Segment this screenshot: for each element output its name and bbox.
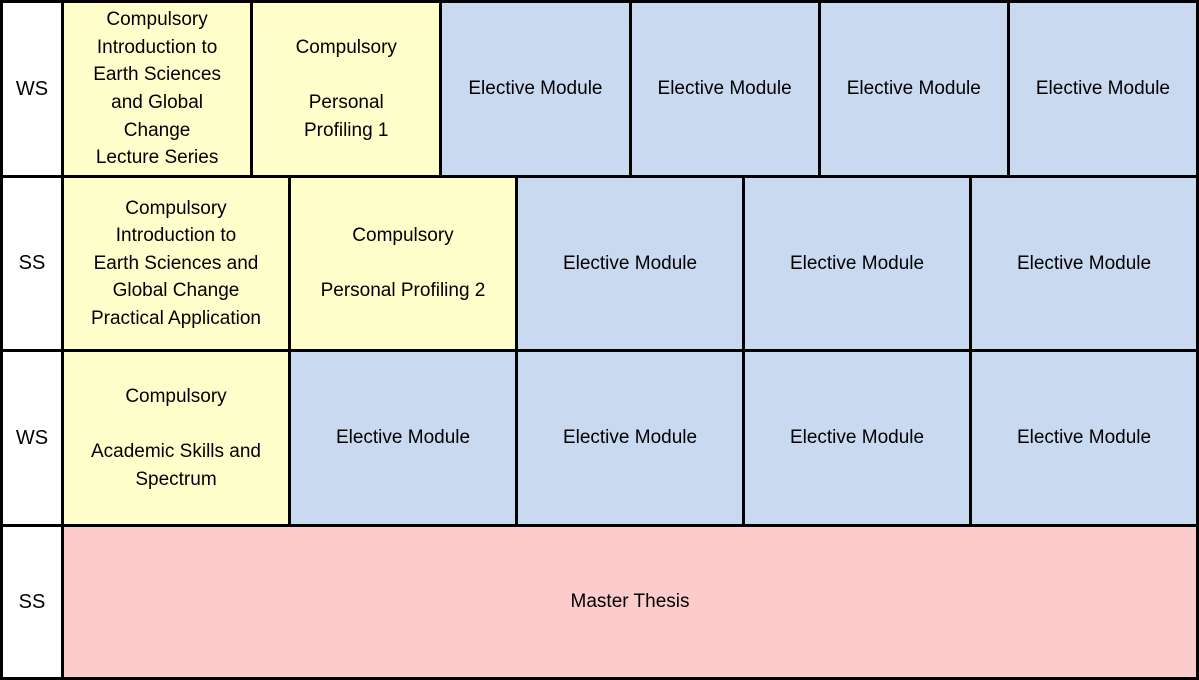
semester-label: SS xyxy=(3,527,61,677)
elective-module-cell: Elective Module xyxy=(518,352,742,524)
row-semester-1: WS Compulsory Introduction to Earth Scie… xyxy=(3,3,1197,175)
compulsory-module-cell: Compulsory Introduction to Earth Science… xyxy=(64,3,251,175)
compulsory-module-cell: Compulsory Academic Skills and Spectrum xyxy=(64,352,288,524)
elective-module-cell: Elective Module xyxy=(972,178,1196,349)
elective-module-cell: Elective Module xyxy=(1009,3,1197,175)
compulsory-module-cell: Compulsory Personal Profiling 2 xyxy=(291,178,515,349)
row-semester-3: WS Compulsory Academic Skills and Spectr… xyxy=(3,352,1196,524)
semester-label: SS xyxy=(3,178,61,349)
compulsory-module-cell: Compulsory Personal Profiling 1 xyxy=(253,3,440,175)
semester-label: WS xyxy=(3,352,61,524)
semester-label: WS xyxy=(3,3,61,175)
master-thesis-cell: Master Thesis xyxy=(64,527,1196,677)
compulsory-module-cell: Compulsory Introduction to Earth Science… xyxy=(64,178,288,349)
elective-module-cell: Elective Module xyxy=(631,3,818,175)
elective-module-cell: Elective Module xyxy=(820,3,1007,175)
row-semester-4: SS Master Thesis xyxy=(3,527,1196,677)
elective-module-cell: Elective Module xyxy=(291,352,515,524)
elective-module-cell: Elective Module xyxy=(518,178,742,349)
row-semester-2: SS Compulsory Introduction to Earth Scie… xyxy=(3,178,1196,349)
elective-module-cell: Elective Module xyxy=(745,178,969,349)
elective-module-cell: Elective Module xyxy=(972,352,1196,524)
elective-module-cell: Elective Module xyxy=(745,352,969,524)
elective-module-cell: Elective Module xyxy=(442,3,629,175)
